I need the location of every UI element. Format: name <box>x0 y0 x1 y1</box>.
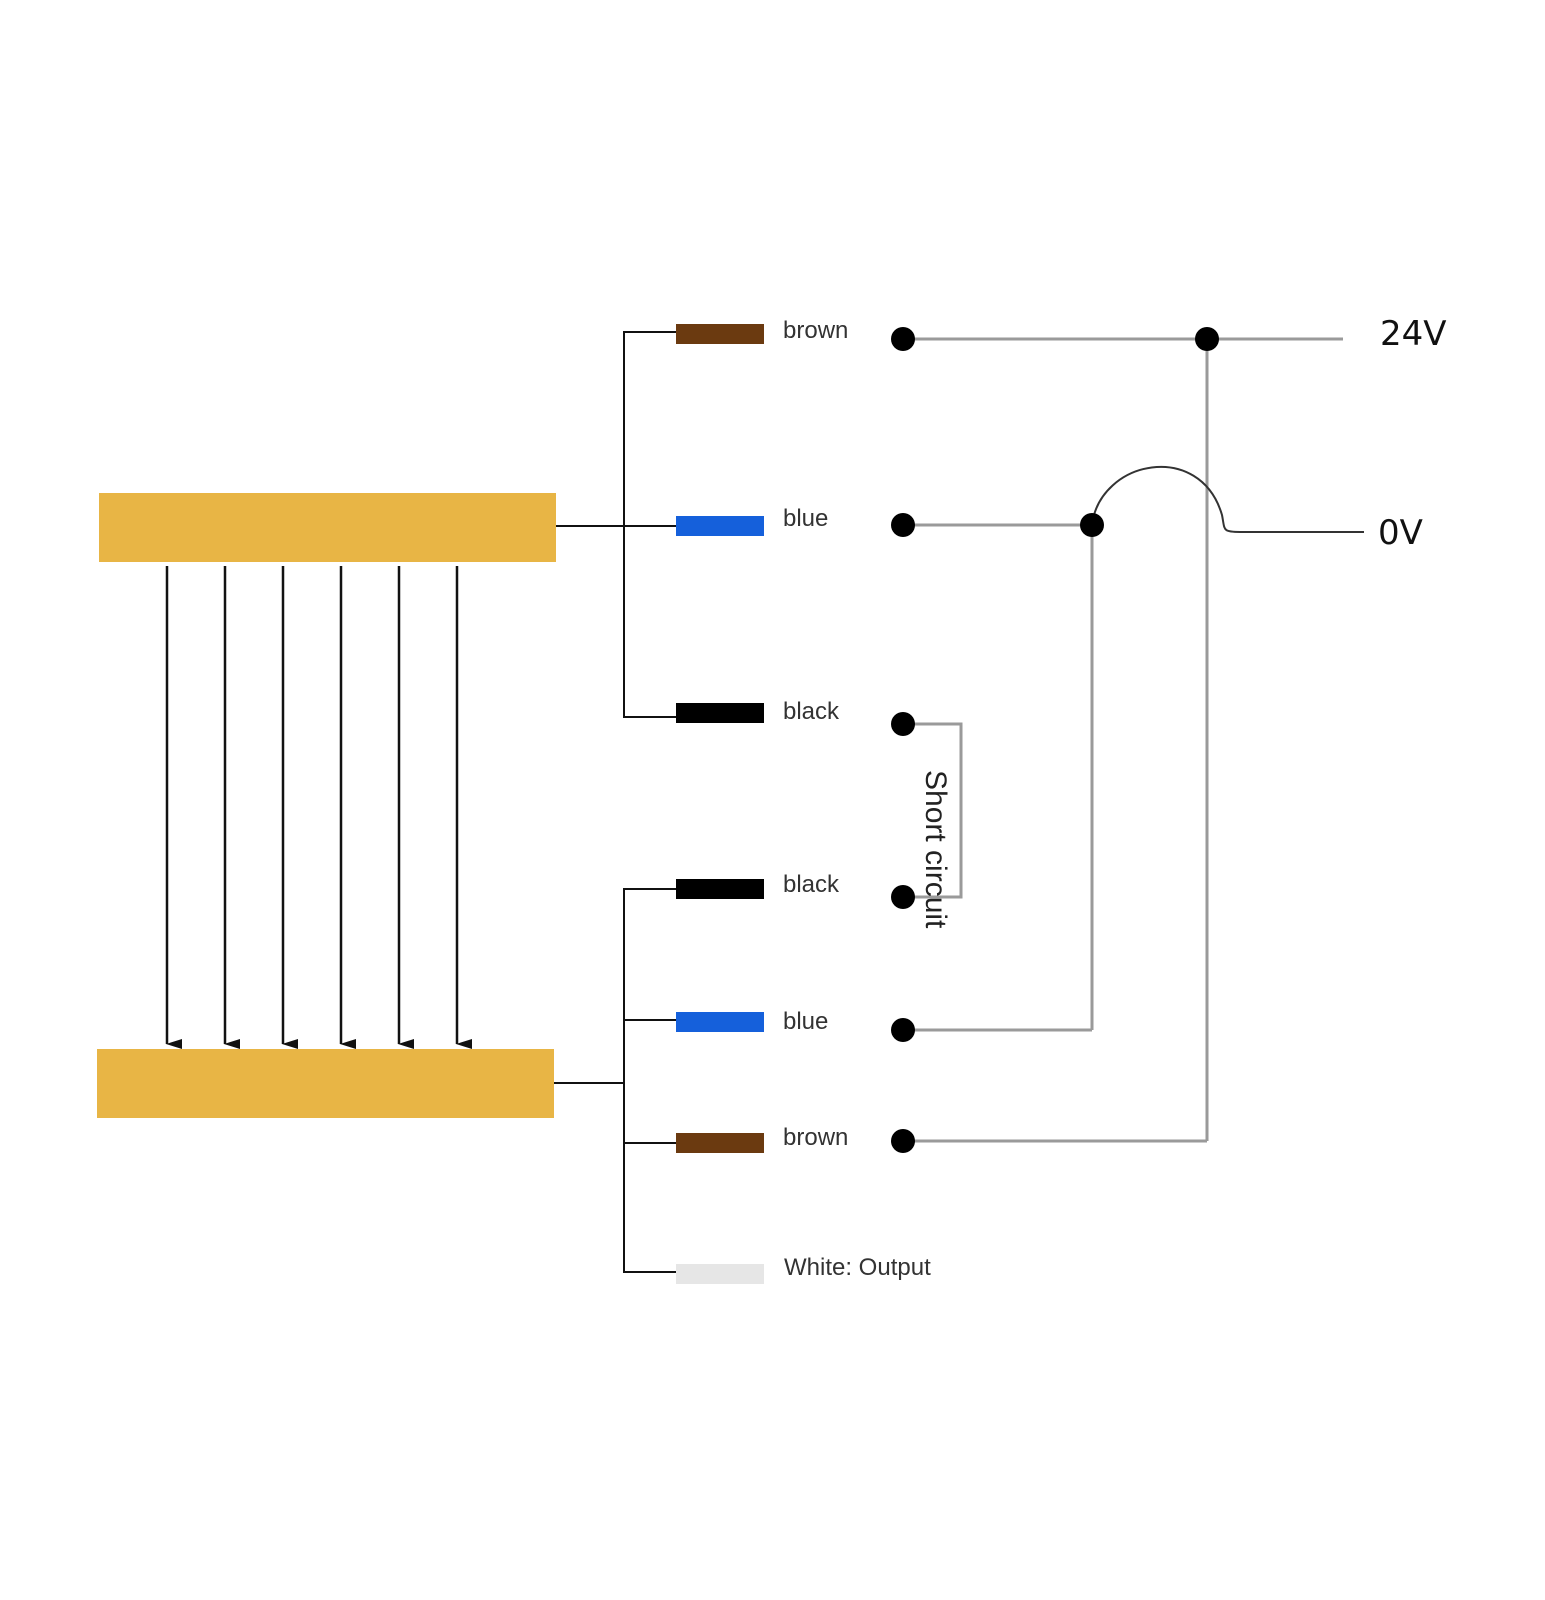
label-emitter-brown: brown <box>783 317 848 344</box>
emitter-black-wire <box>676 703 764 723</box>
label-receiver-white: White: Output <box>784 1254 931 1281</box>
label-receiver-black: black <box>783 871 840 898</box>
junction-0v <box>1080 513 1104 537</box>
label-emitter-black: black <box>783 698 840 725</box>
receiver-bar <box>97 1049 554 1118</box>
terminal-receiver-black <box>891 885 915 909</box>
receiver-black-wire <box>676 879 764 899</box>
receiver-brown-wire <box>676 1133 764 1153</box>
receiver-blue-wire <box>676 1012 764 1032</box>
emitter-bar <box>99 493 556 562</box>
label-0v: 0V <box>1378 513 1423 553</box>
label-receiver-blue: blue <box>783 1008 828 1035</box>
label-short-circuit: Short circuit <box>919 770 952 929</box>
label-receiver-brown: brown <box>783 1124 848 1151</box>
terminal-emitter-brown <box>891 327 915 351</box>
light-beams <box>165 566 472 1049</box>
supply-wiring <box>900 337 1364 1143</box>
terminal-receiver-blue <box>891 1018 915 1042</box>
junction-24v <box>1195 327 1219 351</box>
terminal-emitter-blue <box>891 513 915 537</box>
emitter-bus <box>556 331 676 718</box>
terminals <box>891 327 1219 1153</box>
label-24v: 24V <box>1380 314 1447 354</box>
emitter-blue-wire <box>676 516 764 536</box>
terminal-emitter-black <box>891 712 915 736</box>
terminal-receiver-brown <box>891 1129 915 1153</box>
label-emitter-blue: blue <box>783 505 828 532</box>
receiver-bus <box>554 888 676 1273</box>
receiver-white-wire <box>676 1264 764 1284</box>
emitter-brown-wire <box>676 324 764 344</box>
